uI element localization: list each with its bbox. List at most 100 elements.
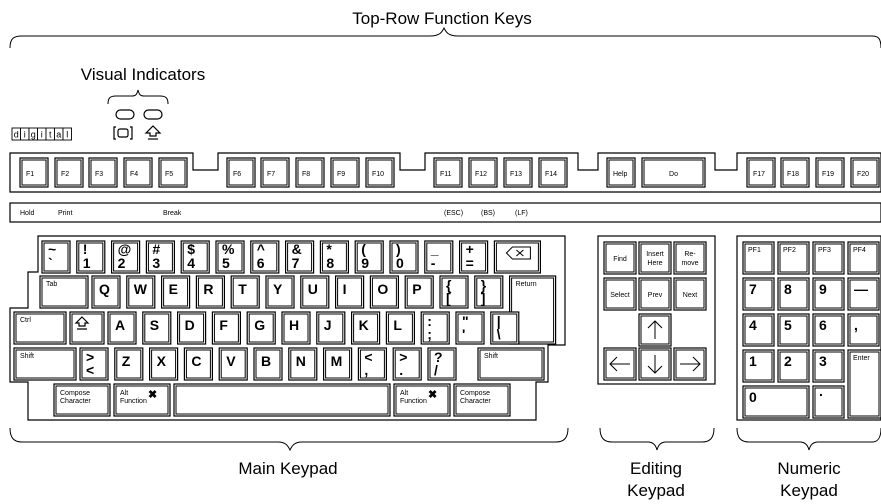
key-row2-3[interactable]: E bbox=[161, 275, 191, 309]
remove-key[interactable]: Re-move bbox=[673, 241, 707, 275]
numpad-row2-key-3[interactable]: — bbox=[847, 277, 880, 311]
function-key-do[interactable]: Do bbox=[641, 157, 706, 188]
key-row3-9[interactable]: K bbox=[351, 311, 381, 345]
numpad-row2-key-2[interactable]: 9 bbox=[812, 277, 845, 311]
key-row3-13[interactable]: |\ bbox=[490, 311, 520, 345]
prev-key[interactable]: Prev bbox=[638, 277, 672, 311]
numpad-row4-key-0[interactable]: 1 bbox=[742, 349, 775, 383]
key-row2-11[interactable]: {[ bbox=[439, 275, 469, 309]
numpad-row3-key-1[interactable]: 5 bbox=[777, 313, 810, 347]
pf3-key[interactable]: PF3 bbox=[812, 241, 845, 275]
pf4-key[interactable]: PF4 bbox=[847, 241, 880, 275]
key-row4-2[interactable]: Z bbox=[114, 347, 144, 381]
key-1-row1[interactable]: !1 bbox=[76, 240, 106, 274]
key-9-row1[interactable]: (9 bbox=[354, 240, 384, 274]
dot-key[interactable]: . bbox=[812, 383, 845, 419]
key-7-row1[interactable]: &7 bbox=[285, 240, 315, 274]
select-key[interactable]: Select bbox=[603, 277, 637, 311]
down-arrow-key[interactable] bbox=[638, 347, 672, 381]
key-row4-9[interactable]: <, bbox=[357, 347, 387, 381]
key-row2-6[interactable]: Y bbox=[265, 275, 295, 309]
key-4-row1[interactable]: $4 bbox=[180, 240, 210, 274]
delete-key[interactable] bbox=[493, 240, 541, 274]
key-row4-3[interactable]: X bbox=[149, 347, 179, 381]
numpad-row2-key-1[interactable]: 8 bbox=[777, 277, 810, 311]
key-row2-12[interactable]: }] bbox=[474, 275, 504, 309]
left-shift-key[interactable]: Shift bbox=[13, 347, 77, 381]
key-row4-7[interactable]: N bbox=[288, 347, 318, 381]
function-key-f5[interactable]: F5 bbox=[158, 157, 188, 188]
key-0-row1[interactable]: ~` bbox=[41, 240, 71, 274]
key-row2-1[interactable]: Q bbox=[91, 275, 121, 309]
find-key[interactable]: Find bbox=[603, 241, 637, 275]
key-row3-3[interactable]: S bbox=[142, 311, 172, 345]
key-11-row1[interactable]: _- bbox=[424, 240, 454, 274]
function-key-f7[interactable]: F7 bbox=[260, 157, 290, 188]
function-key-f11[interactable]: F11 bbox=[433, 157, 463, 188]
key-row2-5[interactable]: T bbox=[230, 275, 260, 309]
key-row2-2[interactable]: W bbox=[126, 275, 156, 309]
function-key-f9[interactable]: F9 bbox=[330, 157, 360, 188]
key-row2-10[interactable]: P bbox=[404, 275, 434, 309]
key-row3-7[interactable]: H bbox=[281, 311, 311, 345]
ctrl-key[interactable]: Ctrl bbox=[13, 311, 67, 345]
key-row4-5[interactable]: V bbox=[218, 347, 248, 381]
key-row2-4[interactable]: R bbox=[195, 275, 225, 309]
numpad-row3-key-3[interactable]: , bbox=[847, 313, 880, 347]
numpad-row4-key-2[interactable]: 3 bbox=[812, 349, 845, 383]
key-row4-1[interactable]: >< bbox=[79, 347, 109, 381]
function-key-f1[interactable]: F1 bbox=[19, 157, 49, 188]
key-2-row1[interactable]: @2 bbox=[110, 240, 141, 274]
key-6-row1[interactable]: ^6 bbox=[250, 240, 280, 274]
key-row3-11[interactable]: :; bbox=[420, 311, 450, 345]
tab-key[interactable]: Tab bbox=[39, 275, 89, 309]
pf1-key[interactable]: PF1 bbox=[742, 241, 775, 275]
numpad-row2-key-0[interactable]: 7 bbox=[742, 277, 775, 311]
next-key[interactable]: Next bbox=[673, 277, 707, 311]
function-key-f13[interactable]: F13 bbox=[503, 157, 533, 188]
function-key-f6[interactable]: F6 bbox=[226, 157, 256, 188]
key-row3-6[interactable]: G bbox=[246, 311, 276, 345]
function-key-f8[interactable]: F8 bbox=[295, 157, 325, 188]
key-5-row1[interactable]: %5 bbox=[215, 240, 245, 274]
key-row2-7[interactable]: U bbox=[300, 275, 330, 309]
key-row4-10[interactable]: >. bbox=[392, 347, 422, 381]
function-key-f4[interactable]: F4 bbox=[123, 157, 153, 188]
up-arrow-key[interactable] bbox=[638, 313, 672, 347]
key-row3-8[interactable]: J bbox=[316, 311, 346, 345]
function-key-help[interactable]: Help bbox=[606, 157, 636, 188]
function-key-f19[interactable]: F19 bbox=[815, 157, 845, 188]
function-key-f14[interactable]: F14 bbox=[538, 157, 568, 188]
right-arrow-key[interactable] bbox=[673, 347, 707, 381]
key-10-row1[interactable]: )0 bbox=[389, 240, 419, 274]
key-row3-10[interactable]: L bbox=[385, 311, 415, 345]
key-3-row1[interactable]: #3 bbox=[145, 240, 175, 274]
right-shift-key[interactable]: Shift bbox=[477, 347, 545, 381]
key-row4-6[interactable]: B bbox=[253, 347, 283, 381]
enter-key[interactable]: Enter bbox=[847, 349, 881, 419]
zero-key[interactable]: 0 bbox=[742, 385, 810, 419]
key-row3-4[interactable]: D bbox=[177, 311, 207, 345]
function-key-f12[interactable]: F12 bbox=[468, 157, 498, 188]
function-key-f18[interactable]: F18 bbox=[780, 157, 810, 188]
function-key-f17[interactable]: F17 bbox=[746, 157, 776, 188]
key-row4-11[interactable]: ?/ bbox=[427, 347, 457, 381]
numpad-row3-key-2[interactable]: 6 bbox=[812, 313, 845, 347]
key-row2-9[interactable]: O bbox=[369, 275, 399, 309]
numpad-row4-key-1[interactable]: 2 bbox=[777, 349, 810, 383]
function-key-f2[interactable]: F2 bbox=[54, 157, 84, 188]
function-key-f10[interactable]: F10 bbox=[365, 157, 395, 188]
key-12-row1[interactable]: += bbox=[459, 240, 489, 274]
key-row4-4[interactable]: C bbox=[183, 347, 213, 381]
key-row3-5[interactable]: F bbox=[211, 311, 241, 345]
numpad-row3-key-0[interactable]: 4 bbox=[742, 313, 775, 347]
function-key-f3[interactable]: F3 bbox=[88, 157, 118, 188]
key-row3-12[interactable]: "' bbox=[455, 311, 485, 345]
left-arrow-key[interactable] bbox=[603, 347, 637, 381]
key-8-row1[interactable]: *8 bbox=[319, 240, 349, 274]
